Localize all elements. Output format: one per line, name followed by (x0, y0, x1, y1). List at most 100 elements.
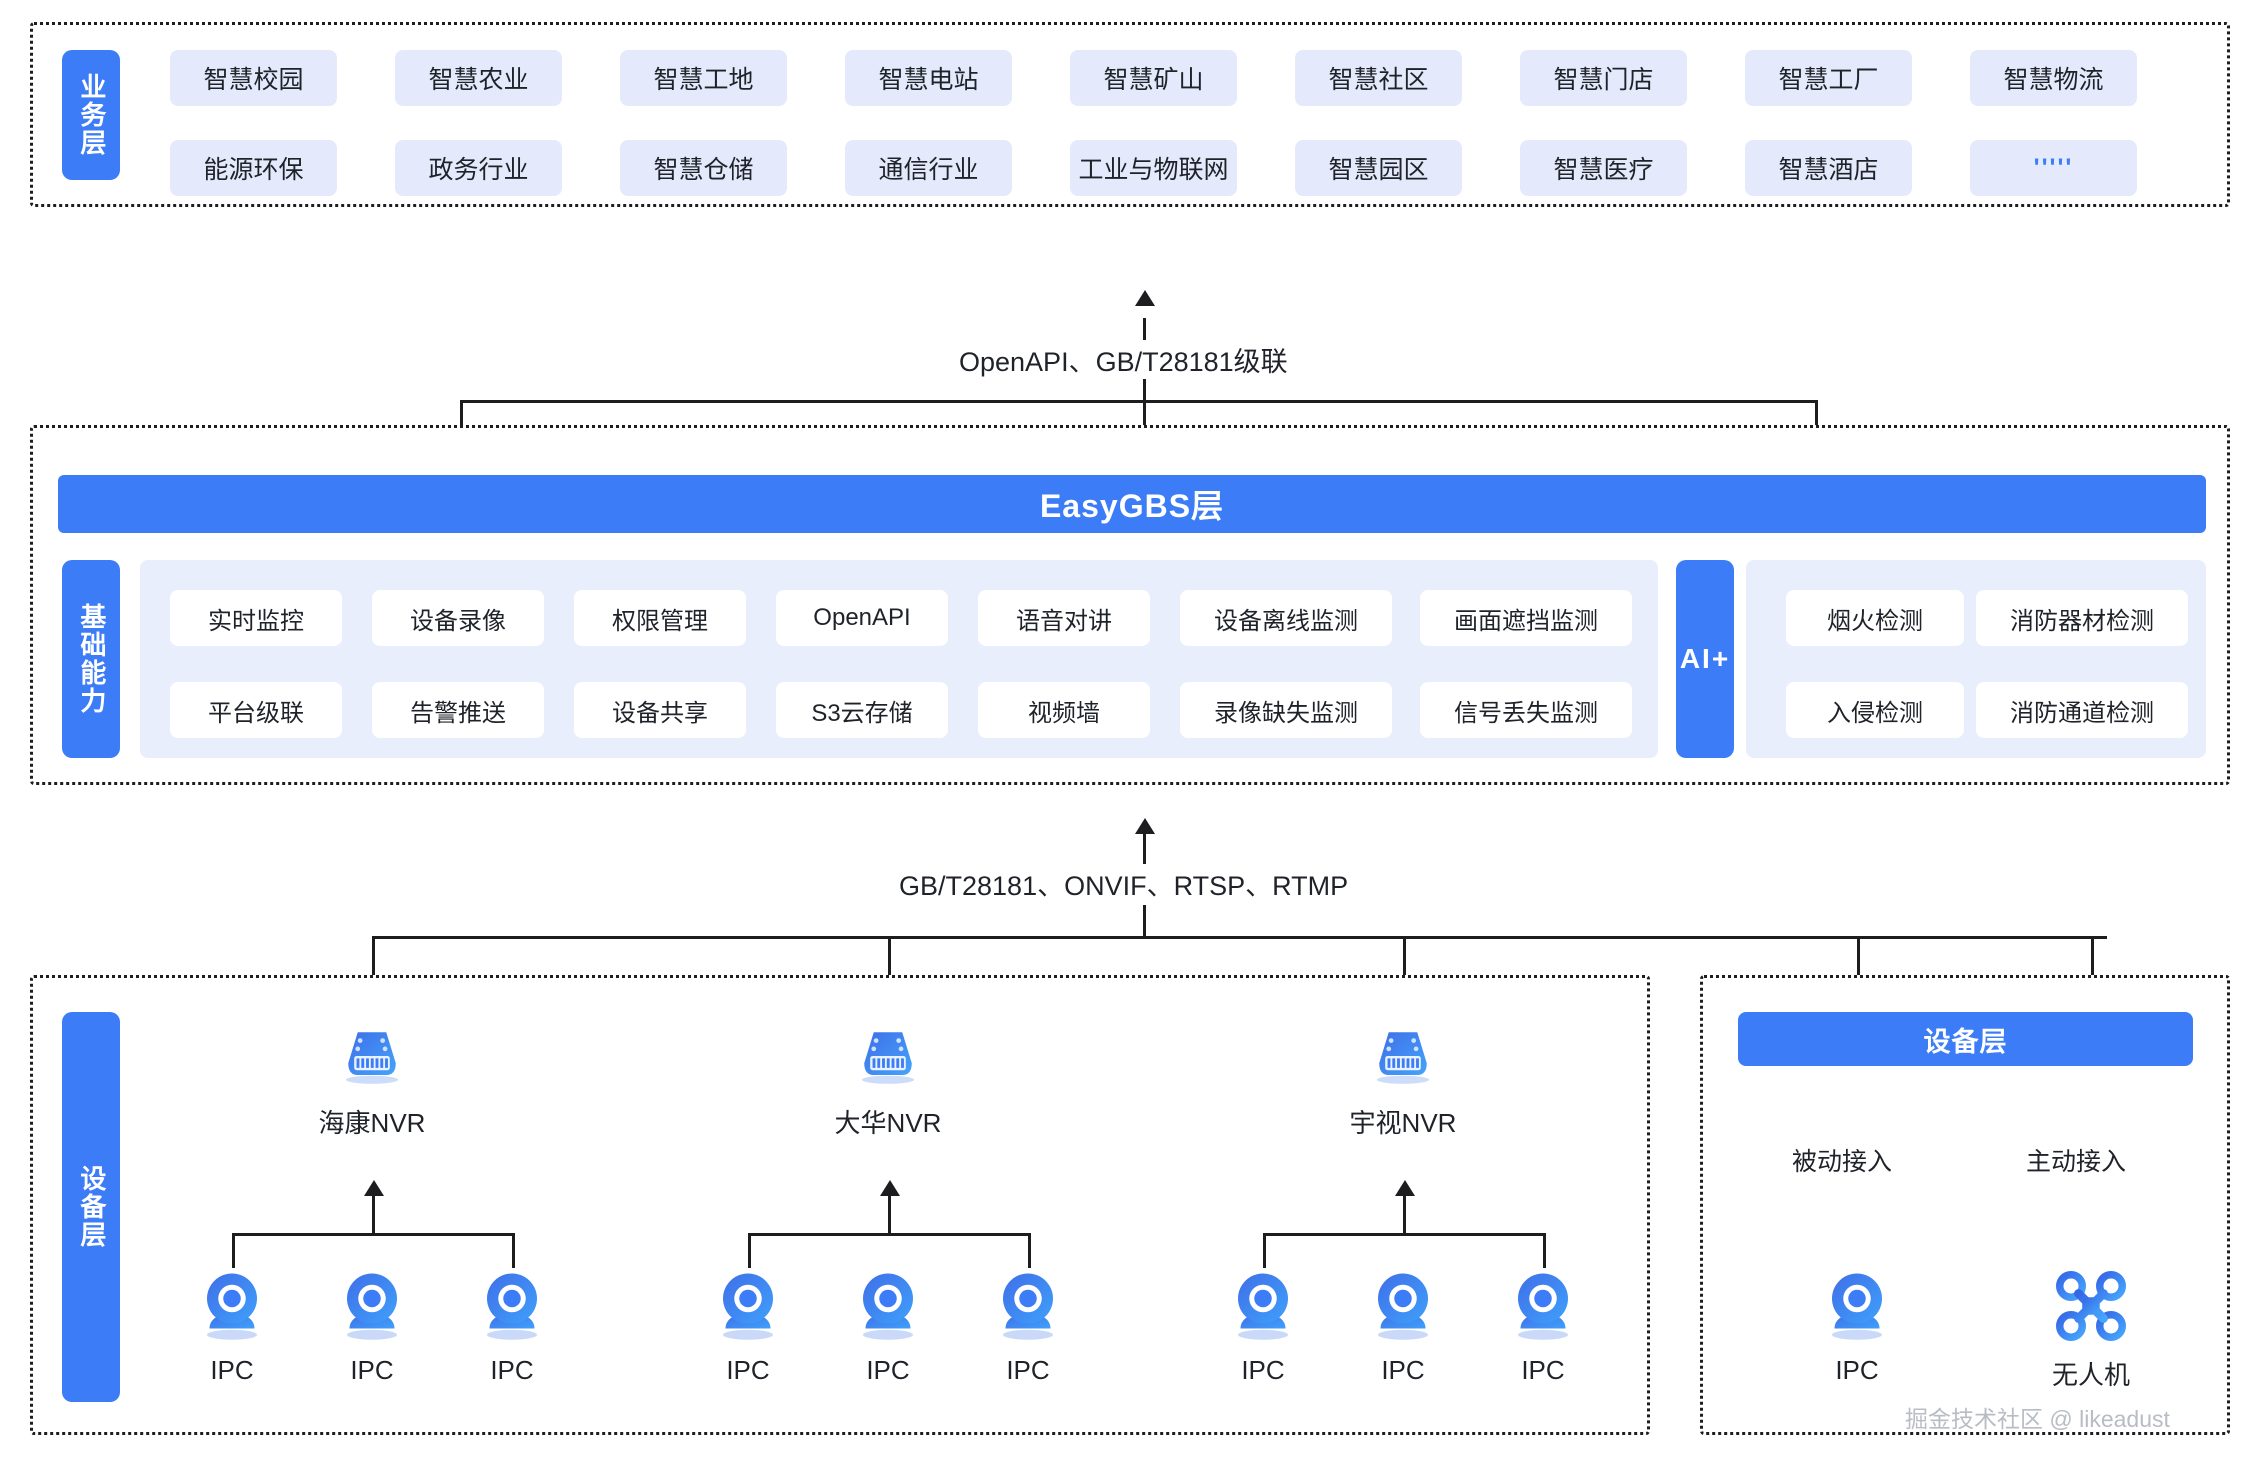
business-chip-row2-7[interactable]: 智慧医疗 (1520, 140, 1687, 196)
camera-drop-2-1 (748, 1233, 751, 1268)
nvr-icon-svg (345, 1032, 399, 1084)
nvr-node-3[interactable]: 宇视NVR (1343, 1018, 1463, 1140)
nvr-inbound-stem-3 (1403, 1196, 1406, 1234)
camera-node-1-3[interactable]: IPC (457, 1266, 567, 1386)
camera-icon-svg (723, 1273, 773, 1340)
business-chip-row2-3[interactable]: 智慧仓储 (620, 140, 787, 196)
business-chip-row1-5[interactable]: 智慧矿山 (1070, 50, 1237, 106)
camera-icon (1797, 1266, 1917, 1351)
camera-icon-svg (1832, 1273, 1882, 1340)
business-chip-row2-2[interactable]: 政务行业 (395, 140, 562, 196)
capability-chip-row2-1[interactable]: 平台级联 (170, 682, 342, 738)
business-layer-side-label: 业务层 (62, 50, 120, 180)
camera-bus-1 (232, 1233, 512, 1236)
business-chip-row2-1[interactable]: 能源环保 (170, 140, 337, 196)
ai-chip-row1-2[interactable]: 消防器材检测 (1976, 590, 2188, 646)
camera-node-2-1[interactable]: IPC (693, 1266, 803, 1386)
business-chip-row1-3[interactable]: 智慧工地 (620, 50, 787, 106)
nvr-icon (312, 1018, 432, 1099)
nvr-icon (1343, 1018, 1463, 1099)
business-chip-row1-9[interactable]: 智慧物流 (1970, 50, 2137, 106)
business-chip-row2-6[interactable]: 智慧园区 (1295, 140, 1462, 196)
camera-icon (1488, 1266, 1598, 1351)
platform-capability-side-label: 基础能力 (62, 560, 120, 758)
nvr-label: 海康NVR (318, 1108, 426, 1138)
camera-label: IPC (1241, 1355, 1285, 1385)
ai-chip-row2-1[interactable]: 入侵检测 (1786, 682, 1964, 738)
connector-bottom-stem-upper (1143, 834, 1146, 876)
camera-icon (1208, 1266, 1318, 1351)
capability-chip-row1-7[interactable]: 画面遮挡监测 (1420, 590, 1632, 646)
connector-bottom-label: GB/T28181、ONVIF、RTSP、RTMP (885, 864, 1363, 903)
camera-icon (1348, 1266, 1458, 1351)
camera-node-2-3[interactable]: IPC (973, 1266, 1083, 1386)
capability-chip-row2-4[interactable]: S3云存储 (776, 682, 948, 738)
capability-chip-row2-3[interactable]: 设备共享 (574, 682, 746, 738)
capability-chip-row1-4[interactable]: OpenAPI (776, 590, 948, 646)
business-chip-row1-2[interactable]: 智慧农业 (395, 50, 562, 106)
camera-bus-3 (1263, 1233, 1543, 1236)
camera-label: IPC (350, 1355, 394, 1385)
camera-bus-2 (748, 1233, 1028, 1236)
camera-icon (973, 1266, 1083, 1351)
camera-icon-svg (1003, 1273, 1053, 1340)
camera-icon-svg (1378, 1273, 1428, 1340)
watermark-text: 掘金技术社区 @ likeadust (1905, 1406, 2170, 1432)
camera-node-3-1[interactable]: IPC (1208, 1266, 1318, 1386)
nvr-node-2[interactable]: 大华NVR (828, 1018, 948, 1140)
right-device-node-1[interactable]: IPC (1797, 1266, 1917, 1386)
ai-chip-row1-1[interactable]: 烟火检测 (1786, 590, 1964, 646)
capability-chip-row1-3[interactable]: 权限管理 (574, 590, 746, 646)
camera-node-3-3[interactable]: IPC (1488, 1266, 1598, 1386)
capability-chip-row1-5[interactable]: 语音对讲 (978, 590, 1150, 646)
camera-icon (457, 1266, 567, 1351)
connector-top-bus (460, 400, 1818, 403)
business-chip-row1-7[interactable]: 智慧门店 (1520, 50, 1687, 106)
camera-drop-3-3 (1543, 1233, 1546, 1268)
camera-icon (177, 1266, 287, 1351)
active-access-label: 主动接入 (2016, 1140, 2137, 1180)
camera-drop-3-1 (1263, 1233, 1266, 1268)
connector-bottom-bus (372, 936, 2107, 939)
camera-node-2-2[interactable]: IPC (833, 1266, 943, 1386)
business-chip-row1-6[interactable]: 智慧社区 (1295, 50, 1462, 106)
camera-node-3-2[interactable]: IPC (1348, 1266, 1458, 1386)
nvr-icon (828, 1018, 948, 1099)
business-chip-row1-4[interactable]: 智慧电站 (845, 50, 1012, 106)
nvr-label: 宇视NVR (1349, 1108, 1457, 1138)
camera-icon-svg (1518, 1273, 1568, 1340)
business-chip-row1-1[interactable]: 智慧校园 (170, 50, 337, 106)
capability-chip-row2-5[interactable]: 视频墙 (978, 682, 1150, 738)
right-device-node-2[interactable]: 无人机 (2031, 1266, 2151, 1392)
camera-icon-svg (1238, 1273, 1288, 1340)
capability-chip-row1-6[interactable]: 设备离线监测 (1180, 590, 1392, 646)
capability-chip-row2-7[interactable]: 信号丢失监测 (1420, 682, 1632, 738)
business-chip-row1-8[interactable]: 智慧工厂 (1745, 50, 1912, 106)
camera-icon-svg (207, 1273, 257, 1340)
passive-access-label: 被动接入 (1782, 1140, 1903, 1180)
camera-drop-1-1 (232, 1233, 235, 1268)
camera-drop-1-3 (512, 1233, 515, 1268)
nvr-node-1[interactable]: 海康NVR (312, 1018, 432, 1140)
business-chip-row2-4[interactable]: 通信行业 (845, 140, 1012, 196)
drone-icon (2031, 1266, 2151, 1351)
device-layer-right-header: 设备层 (1738, 1012, 2193, 1066)
nvr-inbound-stem-1 (372, 1196, 375, 1234)
camera-label: IPC (1381, 1355, 1425, 1385)
capability-chip-row2-2[interactable]: 告警推送 (372, 682, 544, 738)
camera-icon (317, 1266, 427, 1351)
camera-label: IPC (866, 1355, 910, 1385)
capability-chip-row2-6[interactable]: 录像缺失监测 (1180, 682, 1392, 738)
ai-plus-side-label: AI+ (1676, 560, 1734, 758)
camera-icon-svg (347, 1273, 397, 1340)
camera-node-1-2[interactable]: IPC (317, 1266, 427, 1386)
capability-chip-row1-1[interactable]: 实时监控 (170, 590, 342, 646)
capability-chip-row1-2[interactable]: 设备录像 (372, 590, 544, 646)
business-chip-row2-9[interactable]: ''''' (1970, 140, 2137, 196)
business-chip-row2-5[interactable]: 工业与物联网 (1070, 140, 1237, 196)
ai-chip-row2-2[interactable]: 消防通道检测 (1976, 682, 2188, 738)
camera-icon-svg (487, 1273, 537, 1340)
nvr-inbound-arrow-icon-3 (1395, 1180, 1415, 1196)
business-chip-row2-8[interactable]: 智慧酒店 (1745, 140, 1912, 196)
camera-node-1-1[interactable]: IPC (177, 1266, 287, 1386)
